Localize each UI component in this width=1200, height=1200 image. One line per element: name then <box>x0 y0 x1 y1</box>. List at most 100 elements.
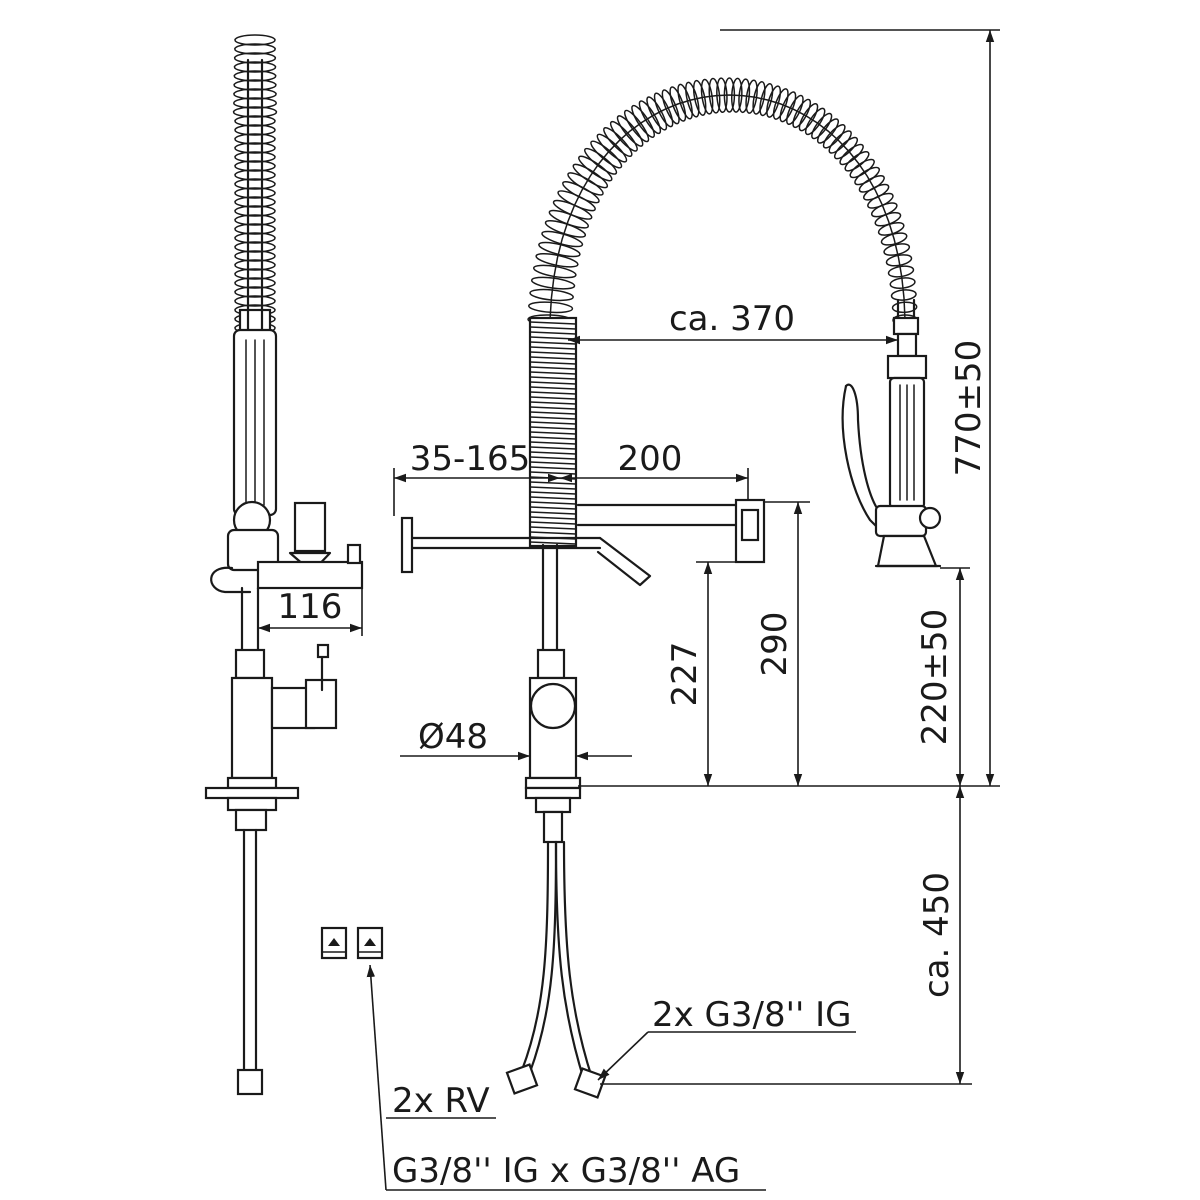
dim-290-label: 290 <box>755 612 795 677</box>
spring-coil-turn <box>234 286 276 298</box>
side-bracket-cap <box>346 543 362 565</box>
dense-spring-turn <box>529 381 577 385</box>
ig-leader <box>597 1031 649 1081</box>
spring-coil-turn <box>234 43 276 55</box>
check-valve-2-arrow-icon <box>364 938 376 946</box>
spring-coil-turn <box>234 241 276 253</box>
spring-coil-turn <box>234 259 276 271</box>
spring-coil-turn <box>234 34 276 46</box>
hose-right-nut <box>573 1067 607 1099</box>
gun-upper-nut <box>892 316 920 336</box>
spring-coil-turn <box>232 97 278 109</box>
spring-coil-turn <box>233 88 277 100</box>
spring-coil-turn <box>234 295 276 307</box>
spring-coil-turn <box>234 178 276 190</box>
side-nut <box>234 648 266 680</box>
spring-coil-turn <box>234 232 276 244</box>
dense-spring-turn <box>529 541 577 545</box>
front-lever-circle <box>529 682 577 730</box>
dense-spring-turn <box>529 426 577 430</box>
rv-leader <box>366 964 387 1191</box>
hose-left-b <box>528 840 558 1074</box>
dense-spring-turn <box>529 376 577 380</box>
spring-coil-turn <box>234 169 276 181</box>
spring-coil-turn <box>233 61 277 73</box>
dense-spring-turn <box>529 521 577 525</box>
spring-coil-turn <box>234 250 276 262</box>
dense-spring-turn <box>529 486 577 490</box>
dense-spring-turn <box>529 361 577 365</box>
dense-spring-turn <box>529 416 577 420</box>
spring-coil-turn <box>232 106 278 118</box>
dense-spring-turn <box>529 396 577 400</box>
dim-35-165-label: 35-165 <box>410 439 530 479</box>
side-spring-coil <box>232 34 278 334</box>
side-upper-bracket <box>256 560 364 590</box>
dense-spring-turn <box>529 511 577 515</box>
spring-coil-turn <box>234 115 276 127</box>
dense-spring-turn <box>529 441 577 445</box>
riser-nut <box>536 648 566 680</box>
gun-trigger-inner <box>844 383 884 517</box>
dim-450-label: ca. 450 <box>917 872 957 998</box>
hose-left-nut <box>505 1063 539 1095</box>
dense-spring-turn <box>529 326 577 330</box>
dim-220-label: 220±50 <box>915 609 955 746</box>
dense-spring-turn <box>529 516 577 520</box>
front-base-plate <box>524 786 582 800</box>
hose-left-a <box>520 840 550 1072</box>
dense-spring-turn <box>529 391 577 395</box>
side-spout-block <box>293 501 327 553</box>
side-supply-nut <box>236 1068 264 1096</box>
dense-spring-turn <box>529 386 577 390</box>
dim-200-label: 200 <box>618 439 683 479</box>
hose-right-b <box>562 840 594 1080</box>
dense-spring-turn <box>529 491 577 495</box>
dense-spring-turn <box>529 351 577 355</box>
dense-spring-turn <box>529 466 577 470</box>
dense-spring-turn <box>529 531 577 535</box>
side-spring-clamp <box>238 308 272 334</box>
hose-right-a <box>554 840 586 1082</box>
dense-spring-turn <box>529 506 577 510</box>
side-spray-head <box>226 528 280 572</box>
rv-label-line1: 2x RV <box>392 1081 490 1121</box>
spring-coil-turn <box>234 133 276 145</box>
dense-spring-turn <box>529 356 577 360</box>
dense-spring-turn <box>529 461 577 465</box>
dim-48-label: Ø48 <box>418 717 488 757</box>
spring-coil-turn <box>234 277 276 289</box>
dense-spring-turn <box>529 481 577 485</box>
dense-spring-turn <box>529 501 577 505</box>
dense-spring-section <box>528 316 578 548</box>
side-lever-knob <box>316 643 330 659</box>
dim-116-label: 116 <box>278 587 343 627</box>
spout-outlet-inner <box>740 508 760 542</box>
dense-spring-turn <box>529 451 577 455</box>
dense-spring-turn <box>529 346 577 350</box>
arc-spring-coil <box>527 77 918 326</box>
check-valve-1-arrow-icon <box>328 938 340 946</box>
spring-coil-turn <box>234 187 276 199</box>
spring-coil-turn <box>234 160 276 172</box>
spring-coil-turn <box>234 196 276 208</box>
dense-spring-turn <box>529 371 577 375</box>
spring-coil-turn <box>234 142 276 154</box>
dense-spring-turn <box>529 446 577 450</box>
spout-nozzle <box>596 536 652 587</box>
gun-joint <box>896 332 918 358</box>
rv-label-line2: G3/8'' IG x G3/8'' AG <box>392 1151 740 1191</box>
dense-spring-turn <box>529 331 577 335</box>
front-thread <box>542 810 564 844</box>
spring-coil-turn <box>234 151 276 163</box>
spring-coil-turn <box>234 214 276 226</box>
dim-370-label: ca. 370 <box>669 299 795 339</box>
side-hook <box>210 566 252 594</box>
dimension-lines: 770±50 ca. 370 35-165 200 227 290 220±50… <box>393 29 1000 1085</box>
front-view <box>400 77 942 1099</box>
dense-spring-turn <box>529 526 577 530</box>
dense-spring-turn <box>529 411 577 415</box>
spring-coil-turn <box>233 52 277 64</box>
dense-spring-turn <box>529 406 577 410</box>
dim-227-label: 227 <box>665 642 705 707</box>
